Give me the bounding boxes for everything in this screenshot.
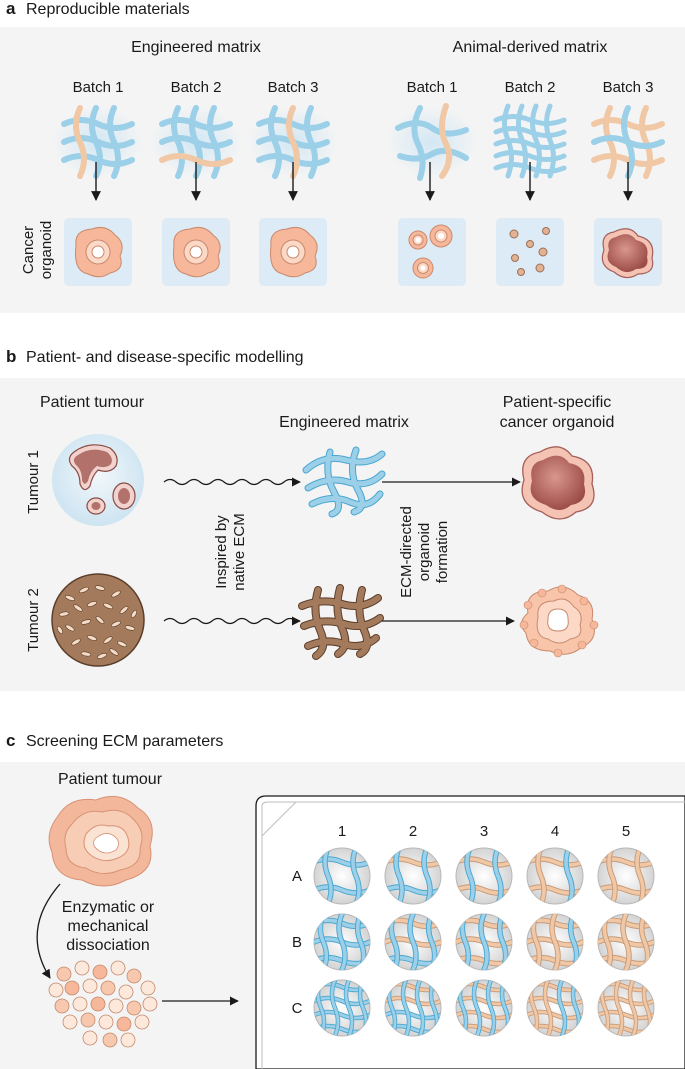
organoid-animal-3 <box>601 228 654 279</box>
well-b-5 <box>597 913 655 971</box>
wavy-arrow-tumour-1 <box>163 477 301 487</box>
organoid-engineered-1 <box>75 227 123 278</box>
well-b-2 <box>384 913 442 971</box>
plate-column-1: 1 <box>338 823 346 840</box>
dissociation-curved-arrow <box>36 883 61 979</box>
well-b-4 <box>526 913 584 971</box>
organoid-box <box>496 218 564 286</box>
organoid-engineered-2 <box>173 227 221 278</box>
well-c-4 <box>526 979 584 1037</box>
well-a-5 <box>597 847 655 905</box>
well-c-3 <box>455 979 513 1037</box>
ecm-directed-label-line3: formation <box>434 521 451 584</box>
ecm-directed-label-line1: ECM-directed <box>398 506 415 598</box>
well-b-3 <box>455 913 513 971</box>
tumour-2-label: Tumour 2 <box>25 588 42 652</box>
batch-label-animal-3: Batch 3 <box>603 79 654 96</box>
animal-derived-matrix-header: Animal-derived matrix <box>453 39 608 56</box>
dissociation-label-line3: dissociation <box>66 937 150 954</box>
batch-label-animal-1: Batch 1 <box>407 79 458 96</box>
animal-mesh-batch-3 <box>591 105 665 179</box>
engineered-matrix-header: Engineered matrix <box>131 39 261 56</box>
patient-tumour-label-c: Patient tumour <box>58 771 163 788</box>
cancer-organoid-label-line2: organoid <box>38 221 55 279</box>
well-b-1 <box>313 913 371 971</box>
cancer-organoid-label-line1: Cancer <box>20 226 37 274</box>
well-c-1 <box>313 979 371 1037</box>
batch-label-engineered-1: Batch 1 <box>73 79 124 96</box>
ecm-directed-label-line2: organoid <box>416 523 433 581</box>
engineered-matrix-tumour-2 <box>298 584 384 660</box>
patient-specific-header-line1: Patient-specific <box>503 394 612 411</box>
dissociation-label-line2: mechanical <box>68 918 149 935</box>
plate-row-a: A <box>292 868 302 885</box>
plate-row-b: B <box>292 934 302 951</box>
panel-a-title: Reproducible materials <box>26 1 190 18</box>
plate-column-labels: 1 2 3 4 5 <box>338 823 630 840</box>
tumour-2-illustration <box>51 573 145 667</box>
panel-c-letter: c <box>6 731 15 750</box>
inspired-by-label-line1: Inspired by <box>213 515 230 589</box>
well-c-2 <box>384 979 442 1037</box>
panel-a-arrows <box>91 162 633 201</box>
well-a-2 <box>384 847 442 905</box>
panel-b: b Patient- and disease-specific modellin… <box>0 347 685 691</box>
batch-label-engineered-3: Batch 3 <box>268 79 319 96</box>
panel-c: c Screening ECM parameters Patient tumou… <box>0 731 685 1069</box>
dissociated-cells <box>48 960 158 1048</box>
batch-label-animal-2: Batch 2 <box>505 79 556 96</box>
engineered-mesh-batch-2 <box>150 105 242 179</box>
wavy-arrow-tumour-2 <box>163 616 301 626</box>
panel-c-title: Screening ECM parameters <box>26 733 223 750</box>
wells <box>313 847 655 1037</box>
wavy-arrows <box>163 477 301 626</box>
patient-organoid-2 <box>519 584 599 658</box>
animal-mesh-batch-1 <box>386 103 478 181</box>
panel-b-title: Patient- and disease-specific modelling <box>26 349 303 366</box>
organoid-box <box>398 218 466 286</box>
organoid-engineered-3 <box>270 227 318 278</box>
organoid-animal-2 <box>509 227 550 276</box>
patient-specific-header-line2: cancer organoid <box>500 414 615 431</box>
plate-column-5: 5 <box>622 823 630 840</box>
patient-organoid-1 <box>521 446 595 520</box>
well-a-3 <box>455 847 513 905</box>
panel-b-letter: b <box>6 347 16 366</box>
engineered-matrix-column-header: Engineered matrix <box>279 414 409 431</box>
plate-column-2: 2 <box>409 823 417 840</box>
inspired-by-label-line2: native ECM <box>231 513 248 591</box>
plate-row-c: C <box>292 1000 303 1017</box>
engineered-mesh-batch-3 <box>247 105 339 179</box>
organoid-animal-1 <box>408 224 453 279</box>
plate-column-3: 3 <box>480 823 488 840</box>
tumour-1-label: Tumour 1 <box>25 450 42 514</box>
well-a-1 <box>313 847 371 905</box>
patient-tumour-blob <box>48 795 153 887</box>
patient-tumour-header: Patient tumour <box>40 394 145 411</box>
batch-label-engineered-2: Batch 2 <box>171 79 222 96</box>
plate-column-4: 4 <box>551 823 559 840</box>
straight-arrows <box>382 477 521 626</box>
panel-a: a Reproducible materials Engineered matr… <box>0 0 685 313</box>
well-c-5 <box>597 979 655 1037</box>
well-a-4 <box>526 847 584 905</box>
engineered-matrix-tumour-1 <box>302 446 386 518</box>
panel-a-letter: a <box>6 0 16 18</box>
dissociation-label-line1: Enzymatic or <box>62 899 155 916</box>
engineered-mesh-batch-1 <box>52 105 144 179</box>
plate-row-labels: A B C <box>292 868 303 1017</box>
tumour-1-illustration <box>52 434 144 526</box>
